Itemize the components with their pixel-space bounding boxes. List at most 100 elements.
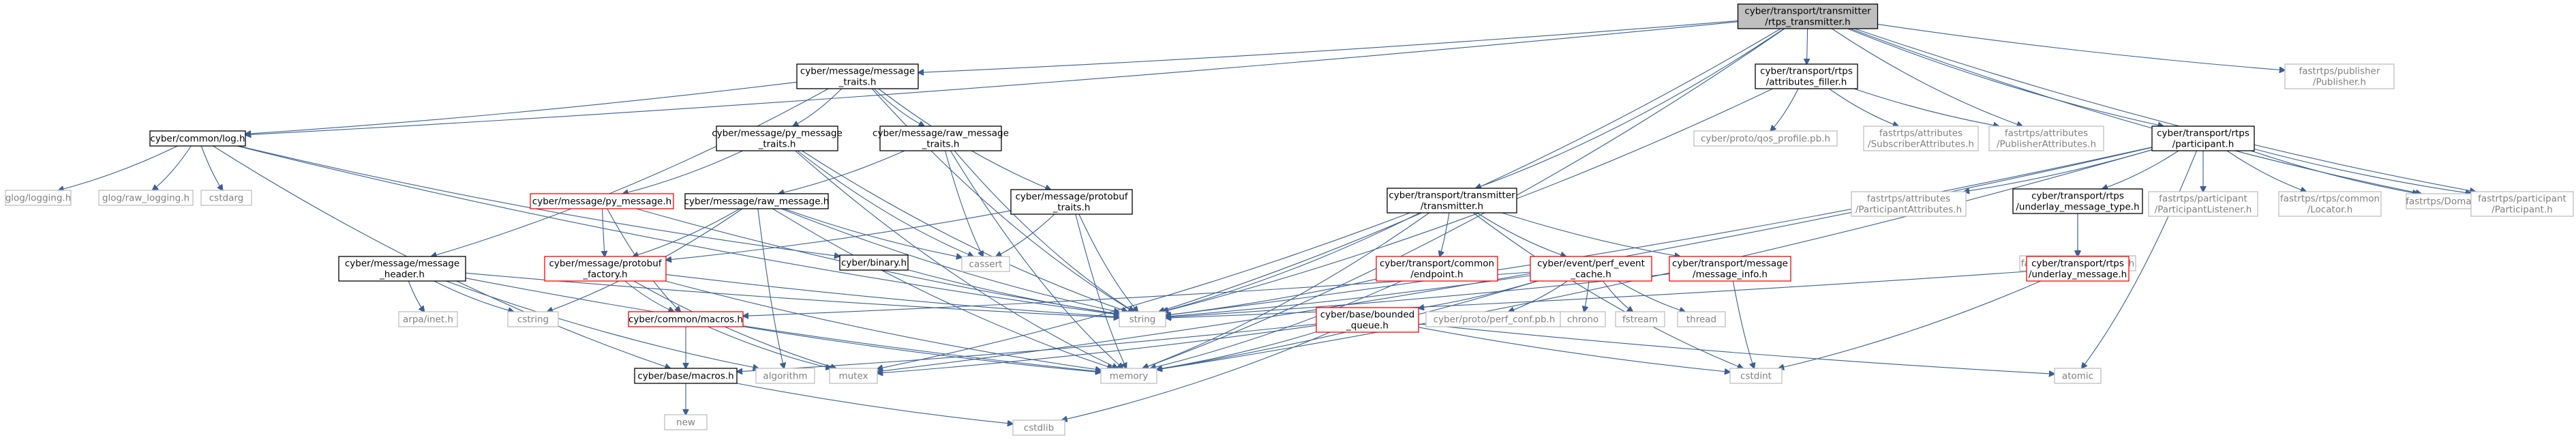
edge-rawmsgtraits-to-cassert: [944, 150, 984, 256]
node-pymsgtraits-box: [716, 126, 838, 151]
edge-participant-to-locator: [2226, 150, 2306, 192]
node-commonmacros[interactable]: cyber/common/macros.h: [628, 311, 744, 327]
node-rawmsgtraits[interactable]: cyber/message/raw_message_traits.h: [873, 126, 1009, 151]
node-msgheader[interactable]: cyber/message/message_header.h: [338, 256, 466, 282]
node-msgtraits-box: [796, 63, 919, 89]
node-msgtraits[interactable]: cyber/message/message_traits.h: [796, 63, 919, 89]
edge-msgtraits-to-msgheader: [431, 88, 829, 256]
node-partfr: fastrtps/participant/Participant.h: [2470, 191, 2574, 217]
node-log-box: [149, 130, 246, 147]
node-transmitter[interactable]: cyber/transport/transmitter/transmitter.…: [1387, 188, 1517, 213]
edge-undermsg-to-string: [1166, 271, 2027, 318]
node-rawmsg-box: [684, 193, 829, 209]
node-participant[interactable]: cyber/transport/rtps/participant.h: [2151, 126, 2255, 151]
edge-transmitter-to-endpoint: [1440, 212, 1450, 256]
node-partattr-label: /ParticipantAttributes.h: [1855, 205, 1962, 216]
edge-pymsgtraits-to-pymsg: [623, 150, 743, 194]
node-glograw-box: [98, 190, 194, 206]
node-participant-box: [2151, 126, 2255, 151]
edge-rawmsg-to-protofactory: [633, 208, 740, 256]
edge-rawmsg-to-algorithm: [757, 208, 784, 368]
node-string-label: string: [1130, 314, 1156, 325]
node-msginfo-label: /message_info.h: [1693, 269, 1768, 280]
node-pubattr: fastrtps/attributes/PublisherAttributes.…: [1988, 126, 2104, 151]
node-cstdlib-box: [1012, 419, 1065, 436]
node-log[interactable]: cyber/common/log.h: [149, 130, 246, 147]
edge-boundedq-to-mutex: [877, 325, 1317, 373]
node-msginfo[interactable]: cyber/transport/message/message_info.h: [1669, 256, 1791, 282]
node-cstring-label: cstring: [517, 314, 549, 325]
node-rawmsgtraits-label: cyber/message/raw_message: [873, 128, 1009, 139]
node-undertype[interactable]: cyber/transport/rtps/underlay_message_ty…: [2012, 188, 2143, 214]
node-undermsg-label: /underlay_message.h: [2029, 269, 2127, 280]
node-rawmsg[interactable]: cyber/message/raw_message.h: [684, 193, 830, 209]
node-msgtraits-label: _traits.h: [838, 77, 877, 88]
node-partlistener-label: fastrtps/participant: [2159, 194, 2247, 205]
node-perfcache[interactable]: cyber/event/perf_event_cache.h: [1530, 256, 1652, 282]
node-undermsg[interactable]: cyber/transport/rtps/underlay_message.h: [2026, 256, 2130, 282]
node-commonmacros-box: [628, 311, 744, 327]
node-participant-label: /participant.h: [2172, 139, 2234, 150]
edge-log-to-glog: [59, 145, 178, 190]
node-boundedq[interactable]: cyber/base/bounded_queue.h: [1316, 307, 1419, 333]
edge-msgheader-to-cstring: [434, 280, 514, 312]
edge-transmitter-to-string: [1162, 212, 1421, 312]
node-atomic-label: atomic: [2062, 371, 2093, 382]
node-root[interactable]: cyber/transport/transmitter/rtps_transmi…: [1737, 3, 1879, 29]
node-participant-label: cyber/transport/rtps: [2157, 128, 2249, 139]
node-msginfo-label: cyber/transport/message: [1672, 259, 1788, 269]
edge-root-to-participant: [1847, 28, 2163, 126]
node-locator-label: fastrtps/rtps/common: [2280, 194, 2380, 205]
node-arpa-label: arpa/inet.h: [403, 314, 453, 325]
node-attrfiller[interactable]: cyber/transport/rtps/attributes_filler.h: [1755, 63, 1858, 89]
node-partattr: fastrtps/attributes/ParticipantAttribute…: [1851, 191, 1967, 217]
edge-protobuftraits-to-memory: [1075, 213, 1127, 368]
node-basemacros[interactable]: cyber/base/macros.h: [634, 368, 738, 384]
node-pymsgtraits[interactable]: cyber/message/py_message_traits.h: [712, 126, 843, 151]
edge-transmitter-to-cstdint: [1472, 212, 1743, 368]
node-log-label: cyber/common/log.h: [150, 134, 245, 145]
edge-participant-to-memory: [1157, 149, 2153, 370]
edge-log-to-glograw: [153, 145, 192, 190]
node-protofactory[interactable]: cyber/message/protobuf_factory.h: [544, 256, 667, 282]
node-perfcache-label: cyber/event/perf_event: [1537, 259, 1645, 269]
node-pubfr-label: /Publisher.h: [2313, 77, 2366, 88]
node-memory: memory: [1100, 368, 1157, 384]
node-undertype-label: /underlay_message_type.h: [2016, 202, 2139, 213]
node-boundedq-label: cyber/base/bounded: [1320, 310, 1415, 321]
node-mutex-box: [829, 368, 878, 384]
node-endpoint-box: [1376, 256, 1498, 282]
node-protobuftraits[interactable]: cyber/message/protobuf_traits.h: [1010, 189, 1133, 215]
node-glograw: glog/raw_logging.h: [98, 190, 194, 206]
node-thread-box: [1677, 311, 1726, 327]
edge-commonmacros-to-memory: [742, 326, 1101, 372]
node-cstdint-label: cstdint: [1740, 371, 1772, 382]
edge-rawmsgtraits-to-string: [954, 150, 1134, 312]
node-undermsg-box: [2026, 256, 2130, 282]
node-locator-label: /Locator.h: [2307, 205, 2353, 216]
node-subattr-label: /SubscriberAttributes.h: [1868, 139, 1974, 150]
node-undertype-box: [2012, 188, 2143, 214]
node-partattr-label: fastrtps/attributes: [1867, 194, 1950, 205]
node-pymsg[interactable]: cyber/message/py_message.h: [530, 193, 674, 209]
node-endpoint-label: cyber/transport/common: [1380, 259, 1494, 269]
node-glog: glog/logging.h: [5, 190, 72, 206]
edge-msginfo-to-string: [1166, 274, 1670, 318]
node-new: new: [664, 414, 708, 430]
edge-protofactory-to-commonmacros: [624, 280, 674, 312]
node-glograw-label: glog/raw_logging.h: [102, 193, 190, 204]
node-pymsg-label: cyber/message/py_message.h: [532, 196, 671, 207]
node-thread-label: thread: [1686, 314, 1716, 325]
node-protobuftraits-label: cyber/message/protobuf: [1015, 192, 1128, 203]
node-partfr-box: [2470, 191, 2574, 217]
edge-log-to-cstdarg: [200, 145, 222, 190]
node-cstdint: cstdint: [1729, 368, 1783, 384]
node-endpoint[interactable]: cyber/transport/common/endpoint.h: [1376, 256, 1498, 282]
node-cstdarg-box: [200, 190, 252, 206]
edge-boundedq-to-basemacros: [737, 323, 1317, 372]
edge-participant-to-atomic: [2082, 150, 2198, 368]
node-pymsgtraits-label: _traits.h: [758, 139, 796, 150]
edge-protofactory-to-string: [665, 274, 1119, 316]
node-binary[interactable]: cyber/binary.h: [839, 254, 909, 271]
node-partfr-label: /Participant.h: [2491, 205, 2553, 216]
